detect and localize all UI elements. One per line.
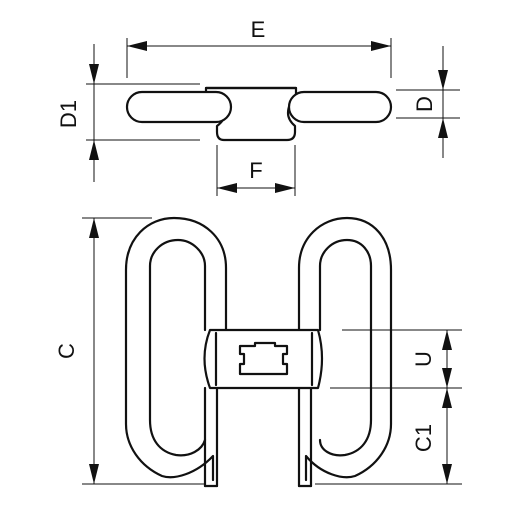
front-view-tube-outer <box>124 216 393 482</box>
front-view-tube-inner <box>148 238 373 457</box>
dimension-c1: C1 <box>315 388 462 485</box>
front-view-base-housing <box>203 328 324 390</box>
front-view-key-notch <box>238 341 289 376</box>
dimension-u-label: U <box>411 351 436 367</box>
dimension-f-label: F <box>249 158 262 183</box>
top-view <box>125 86 393 142</box>
dimension-c1-label: C1 <box>411 424 436 452</box>
dimension-d-label: D <box>412 96 437 112</box>
dimension-d1-label: D1 <box>56 100 81 128</box>
dimension-c: C <box>54 217 205 485</box>
top-view-left-tube <box>125 90 233 124</box>
top-view-right-tube <box>287 90 393 124</box>
dimension-u: U <box>330 329 462 389</box>
front-view <box>124 216 393 488</box>
dimension-f: F <box>216 145 296 196</box>
dimension-e: E <box>126 17 392 78</box>
dimension-c-label: C <box>54 343 79 359</box>
dimension-d: D <box>396 46 460 158</box>
dimension-e-label: E <box>251 17 266 42</box>
dimension-d1: D1 <box>56 44 200 182</box>
